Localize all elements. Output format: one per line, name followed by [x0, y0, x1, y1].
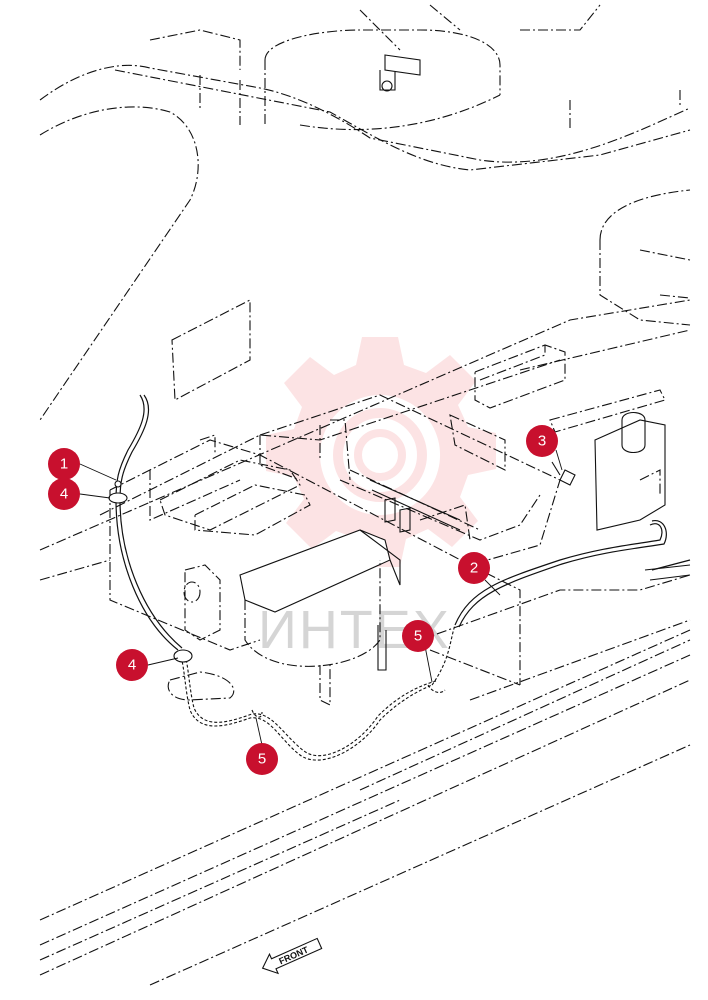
callout-1-label: 1 [60, 456, 68, 473]
callout-4-lower[interactable]: 4 [116, 649, 148, 681]
callout-5-bottom[interactable]: 5 [246, 743, 278, 775]
callout-5-right[interactable]: 5 [402, 620, 434, 652]
callout-4-upper[interactable]: 4 [48, 478, 80, 510]
callout-5-right-label: 5 [414, 628, 422, 645]
callout-5-right-circle [402, 620, 434, 652]
leader-lines [79, 449, 563, 746]
callout-1-circle [48, 448, 80, 480]
washer-hose-assembly [108, 394, 691, 761]
front-direction-arrow: FRONT [261, 937, 323, 975]
callout-2[interactable]: 2 [458, 552, 490, 584]
watermark: ИНТЕХ [258, 337, 496, 660]
callout-4-upper-label: 4 [60, 486, 68, 503]
callout-2-circle [458, 552, 490, 584]
callout-5-bottom-circle [246, 743, 278, 775]
callout-4-lower-circle [116, 649, 148, 681]
front-label: FRONT [277, 944, 310, 966]
machine-outline [39, 4, 691, 986]
callout-4-lower-label: 4 [128, 657, 136, 674]
callout-4-upper-circle [48, 478, 80, 510]
callout-3-circle [526, 425, 558, 457]
callout-2-label: 2 [470, 560, 478, 577]
callout-3[interactable]: 3 [526, 425, 558, 457]
callout-3-label: 3 [538, 433, 546, 450]
front-arrow-icon [261, 937, 323, 975]
callout-5-bottom-label: 5 [258, 751, 266, 768]
callout-1[interactable]: 1 [48, 448, 80, 480]
